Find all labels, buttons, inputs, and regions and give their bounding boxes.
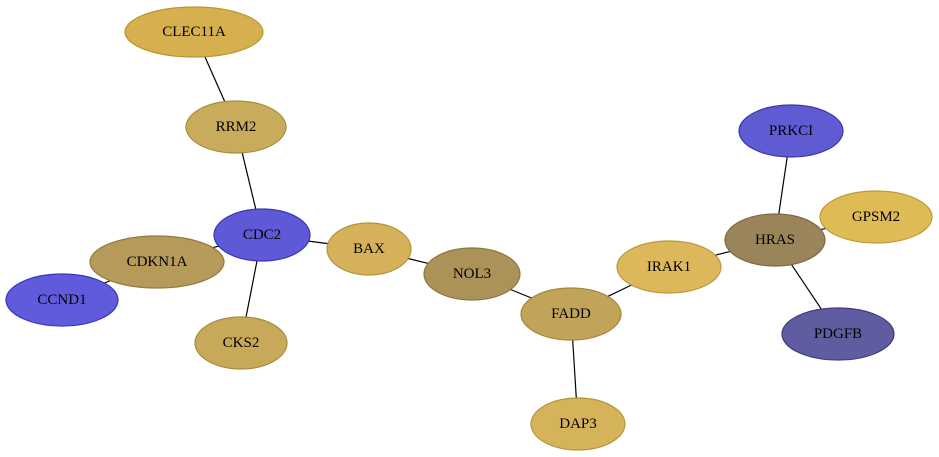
node-clec11a[interactable]: CLEC11A [124,6,264,58]
node-fadd[interactable]: FADD [520,287,622,341]
edge-nol3-fadd [510,288,532,299]
node-shape [124,6,264,58]
node-label: DAP3 [559,416,597,432]
node-shape [530,397,626,451]
edge-cdc2-bax [308,240,328,245]
node-label: CLEC11A [162,24,226,40]
node-shape [819,190,933,244]
edge-rrm2-cdc2 [241,152,257,210]
edges-layer [104,56,826,399]
node-label: CDC2 [243,227,281,243]
edge-irak1-hras [715,250,731,256]
node-label: CDKN1A [127,254,188,270]
node-label: PRKCI [769,123,813,139]
node-shape [616,240,722,294]
node-shape [724,213,826,267]
node-shape [185,100,287,154]
edge-hras-pdgfb [791,264,822,310]
edge-cdc2-cks2 [245,260,258,318]
node-cdkn1a[interactable]: CDKN1A [89,235,225,289]
node-bax[interactable]: BAX [326,222,412,276]
node-hras[interactable]: HRAS [724,213,826,267]
node-gpsm2[interactable]: GPSM2 [819,190,933,244]
edge-fadd-dap3 [572,339,577,399]
node-label: BAX [353,241,385,257]
node-irak1[interactable]: IRAK1 [616,240,722,294]
node-label: FADD [551,306,591,322]
edge-bax-nol3 [407,257,429,264]
node-shape [738,104,844,158]
node-label: GPSM2 [852,209,900,225]
node-label: NOL3 [453,266,491,282]
node-shape [194,316,288,370]
node-pdgfb[interactable]: PDGFB [781,307,895,361]
node-dap3[interactable]: DAP3 [530,397,626,451]
node-shape [213,208,311,262]
edge-fadd-irak1 [607,284,632,297]
node-shape [781,307,895,361]
edge-cdkn1a-ccnd1 [104,280,111,284]
node-cdc2[interactable]: CDC2 [213,208,311,262]
edge-hras-prkci [778,156,788,215]
node-shape [520,287,622,341]
node-label: IRAK1 [647,259,691,275]
node-nol3[interactable]: NOL3 [423,247,521,301]
node-cks2[interactable]: CKS2 [194,316,288,370]
node-rrm2[interactable]: RRM2 [185,100,287,154]
node-prkci[interactable]: PRKCI [738,104,844,158]
node-label: PDGFB [814,326,862,342]
node-label: CCND1 [37,292,86,308]
node-shape [423,247,521,301]
node-ccnd1[interactable]: CCND1 [5,273,119,327]
node-shape [89,235,225,289]
node-label: CKS2 [223,335,260,351]
edge-cdc2-cdkn1a [212,245,219,249]
node-shape [5,273,119,327]
node-label: HRAS [755,232,795,248]
node-shape [326,222,412,276]
edge-clec11a-rrm2 [204,56,226,102]
node-label: RRM2 [216,119,257,135]
